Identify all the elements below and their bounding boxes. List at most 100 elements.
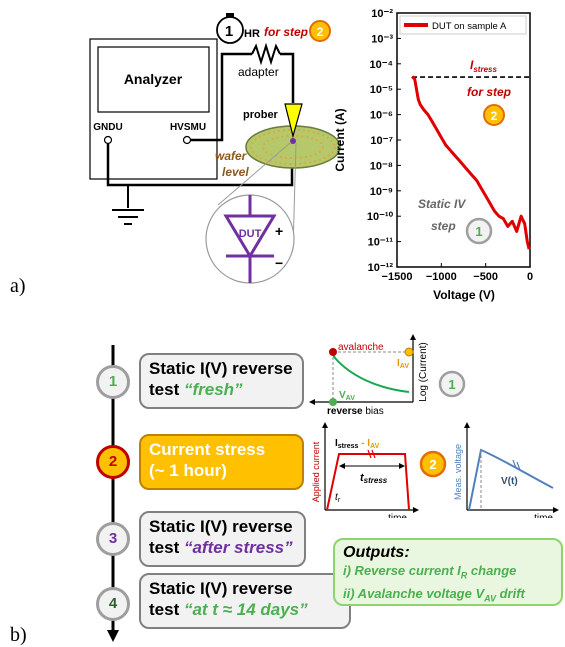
plot-frame	[396, 12, 531, 268]
panel-a-label: a)	[10, 275, 26, 297]
step-1-test: test	[149, 380, 184, 399]
chart-step1-number: 1	[475, 224, 482, 239]
step2-badge-number: 2	[317, 25, 324, 39]
analyzer-screen	[97, 46, 210, 113]
dut-diode-triangle	[223, 214, 277, 259]
setup-schematic: Analyzer GNDU HVSMU 1 HR for step 2 adap…	[89, 13, 341, 284]
mini2-minus-iav: - I	[358, 438, 370, 449]
mini3-break-2	[516, 461, 521, 471]
step-4-line2: test “at t ≈ 14 days”	[149, 599, 341, 620]
x-tick-label: −1500	[382, 271, 413, 283]
mini3-voltage-waveform	[468, 448, 554, 511]
istress-annotation: Istress	[470, 58, 497, 74]
step-4-box: Static I(V) reverse test “at t ≈ 14 days…	[139, 573, 351, 629]
for-step-annotation: for step	[467, 85, 511, 99]
mini2-ylabel: Applied current	[311, 441, 321, 502]
step-3-line1: Static I(V) reverse	[149, 517, 293, 536]
mini1-iav-I: I	[397, 358, 400, 369]
dut-plus: +	[275, 223, 283, 239]
outputs-title: Outputs:	[343, 544, 410, 561]
probe-tip	[284, 103, 303, 139]
mini1-iav-label: IAV	[397, 358, 409, 370]
step-1-box: Static I(V) reverse test “fresh”	[139, 353, 304, 409]
gndu-label: GNDU	[93, 122, 122, 133]
step-2-box: Current stress (~ 1 hour)	[139, 434, 304, 490]
step-circle-2: 2	[96, 445, 130, 479]
mini-plot-log-current: avalanche IAV VAV Log (Current) reverse …	[309, 334, 466, 417]
chart-step2-number: 2	[491, 109, 498, 123]
step-circle-1: 1	[96, 365, 130, 399]
mini1-step-badge	[438, 370, 466, 398]
step-4-test: test	[149, 600, 184, 619]
outputs-line-2-sub: AV	[484, 593, 496, 604]
outputs-line-2-end: drift	[495, 585, 525, 601]
mini3-xlabel: time	[534, 513, 553, 518]
chart-step1-badge	[465, 217, 493, 245]
wafer-pattern	[250, 129, 336, 165]
adapter-label: adapter	[238, 65, 279, 79]
mini2-current-waveform	[326, 453, 410, 511]
dut-minus: −	[275, 255, 283, 271]
step-4-line1: Static I(V) reverse	[149, 579, 293, 598]
mini1-ylabel: Log (Current)	[418, 342, 429, 401]
mini1-avalanche-label: avalanche	[338, 342, 384, 353]
y-tick-label: 10⁻⁹	[370, 186, 393, 198]
y-axis-title: Current (A)	[333, 108, 347, 171]
outputs-line-2: ii) Avalanche voltage VAV drift	[343, 585, 553, 608]
wafer-level-label-1: wafer	[215, 149, 248, 163]
mini2-tstress-t: t	[360, 472, 365, 484]
static-iv-annotation: Static IV	[418, 197, 466, 211]
legend-box	[399, 15, 527, 35]
mini2-tr-label: tr	[335, 492, 341, 504]
mini1-x-arrow	[309, 399, 315, 405]
step-1-line1: Static I(V) reverse	[149, 359, 293, 378]
y-tick-label: 10⁻¹²	[368, 262, 394, 274]
hvsmu-wire	[191, 52, 252, 142]
stopwatch-crown	[226, 13, 234, 17]
mini2-tstress-arrow-left	[339, 463, 345, 469]
mini2-tr-sub: r	[338, 497, 341, 504]
outputs-line-1-sub: R	[460, 570, 468, 581]
analyzer-label: Analyzer	[124, 71, 183, 87]
iv-curve-series	[411, 75, 531, 250]
hvsmu-label: HVSMU	[170, 122, 206, 133]
outputs-box: Outputs: i) Reverse current IR change ii…	[333, 538, 563, 606]
mini2-break-1	[367, 449, 372, 459]
mini2-istress-label: Istress - IAV	[335, 438, 380, 450]
mini2-tr-t: t	[335, 492, 339, 503]
mini-plot-stress: Istress - IAV tstress tr Applied current…	[311, 422, 559, 518]
istress-I: I	[470, 58, 474, 72]
mini1-curve	[331, 351, 410, 393]
y-tick-label: 10⁻¹¹	[368, 237, 394, 249]
y-tick-label: 10⁻²	[371, 8, 393, 20]
resistor-symbol	[251, 42, 281, 66]
mini1-vav-label: VAV	[339, 390, 355, 402]
y-tick-label: 10⁻⁶	[370, 110, 393, 122]
y-tick-label: 10⁻⁸	[370, 160, 393, 172]
mini3-vt-label: V(t)	[501, 476, 518, 487]
mini2-xlabel: time	[388, 513, 407, 518]
y-ticks: 10⁻¹²10⁻¹¹10⁻¹⁰10⁻⁹10⁻⁸10⁻⁷10⁻⁶10⁻⁵10⁻⁴1…	[367, 8, 401, 274]
step-3-after-stress: “after stress”	[183, 538, 293, 557]
panel-b-label: b)	[10, 624, 27, 646]
mini1-vav-point	[329, 398, 337, 406]
timer-number: 1	[225, 23, 233, 40]
step-circle-4: 4	[96, 587, 130, 621]
legend-label: DUT on sample A	[432, 21, 507, 32]
timer-hr: HR	[244, 28, 260, 40]
step-circle-3: 3	[96, 522, 130, 556]
probe-point	[290, 138, 296, 144]
mini2-step-number: 2	[429, 457, 436, 472]
chart-step2-badge	[483, 104, 505, 126]
y-tick-label: 10⁻⁴	[370, 59, 393, 71]
mini1-avalanche-point	[329, 348, 337, 356]
mini2-tstress-arrow-right	[399, 463, 405, 469]
zoom-line-left	[217, 142, 291, 206]
mini1-iav-sub: AV	[400, 363, 410, 370]
x-tick-label: −1000	[426, 271, 457, 283]
iv-chart: 10⁻¹²10⁻¹¹10⁻¹⁰10⁻⁹10⁻⁸10⁻⁷10⁻⁶10⁻⁵10⁻⁴1…	[333, 8, 533, 302]
mini2-step-badge	[419, 450, 447, 478]
step-2-line1: Current stress	[149, 440, 266, 459]
timeline-arrowhead	[107, 630, 119, 642]
